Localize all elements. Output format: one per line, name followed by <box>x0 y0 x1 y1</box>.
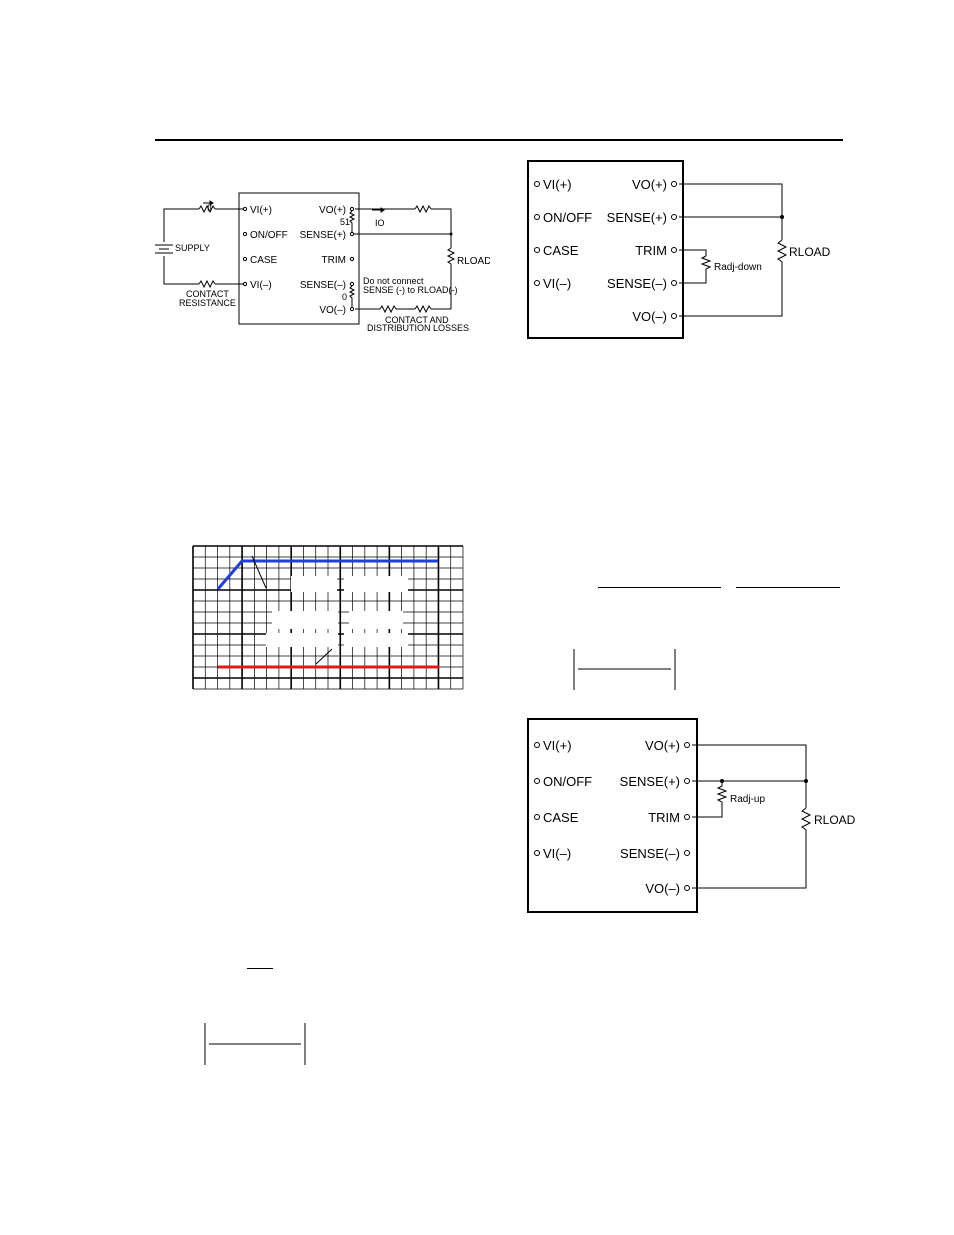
radj-up-label: Radj-up <box>730 794 765 805</box>
equation-bracket <box>204 1023 306 1065</box>
resistor-0-label: 0 <box>342 292 347 302</box>
pin-vo-plus: VO(+) <box>645 738 680 753</box>
blue-trace <box>216 559 438 590</box>
pin-vo-plus: VO(+) <box>632 177 667 192</box>
fraction-bar <box>247 968 273 969</box>
current-ii-label: II <box>207 203 212 213</box>
supply-label: SUPPLY <box>175 243 210 253</box>
pin-vi-plus: VI(+) <box>250 205 272 216</box>
fraction-bar <box>736 587 840 588</box>
fraction-bar <box>598 587 721 588</box>
pin-case: CASE <box>543 810 579 825</box>
pin-sense-minus: SENSE(–) <box>300 280 346 291</box>
pin-on-off: ON/OFF <box>543 210 592 225</box>
pin-on-off: ON/OFF <box>250 230 288 241</box>
pin-sense-plus: SENSE(+) <box>607 210 667 225</box>
trim-up-diagram: VI(+) ON/OFF CASE VI(–) VO(+) SENSE(+) T… <box>527 718 855 913</box>
grid-plot <box>192 545 464 690</box>
rload-label: RLOAD <box>814 813 855 827</box>
pin-sense-minus: SENSE(–) <box>607 276 667 291</box>
pin-case: CASE <box>543 243 579 258</box>
pin-vi-plus: VI(+) <box>543 738 572 753</box>
trim-down-diagram: VI(+) ON/OFF CASE VI(–) VO(+) SENSE(+) T… <box>527 160 830 339</box>
pin-vo-minus: VO(–) <box>632 309 667 324</box>
losses-label: CONTACT AND <box>385 315 449 325</box>
pin-sense-plus: SENSE(+) <box>300 230 346 241</box>
pin-vo-minus: VO(–) <box>645 881 680 896</box>
rload-label: RLOAD <box>457 256 490 267</box>
pin-sense-plus: SENSE(+) <box>620 774 680 789</box>
pin-sense-minus: SENSE(–) <box>620 846 680 861</box>
current-io-label: IO <box>375 218 385 228</box>
pin-on-off: ON/OFF <box>543 774 592 789</box>
remote-sense-diagram: VI(+) ON/OFF CASE VI(–) VO(+) SENSE(+) T… <box>155 192 490 333</box>
pin-trim: TRIM <box>322 255 346 266</box>
radj-down-label: Radj-down <box>714 262 762 273</box>
do-not-connect-note: Do not connect <box>363 276 424 286</box>
equation-bracket <box>573 649 676 690</box>
header-rule <box>155 139 843 141</box>
pin-vo-plus: VO(+) <box>319 205 346 216</box>
pin-trim: TRIM <box>648 810 680 825</box>
blue-trace-pointer <box>251 555 267 589</box>
do-not-connect-note-2: SENSE (-) to RLOAD(-) <box>363 285 458 295</box>
pin-vo-minus: VO(–) <box>319 305 346 316</box>
pin-vi-plus: VI(+) <box>543 177 572 192</box>
contact-resistance-label-2: RESISTANCE <box>179 298 236 308</box>
contact-resistance-label: CONTACT <box>186 289 229 299</box>
pin-vi-minus: VI(–) <box>543 846 571 861</box>
pin-vi-minus: VI(–) <box>543 276 571 291</box>
pin-trim: TRIM <box>635 243 667 258</box>
pin-case: CASE <box>250 255 278 266</box>
rload-label: RLOAD <box>789 245 830 259</box>
pin-vi-minus: VI(–) <box>250 280 272 291</box>
resistor-51-label: 51 <box>340 217 350 227</box>
red-trace-pointer <box>315 648 333 665</box>
losses-label-2: DISTRIBUTION LOSSES <box>367 323 469 333</box>
